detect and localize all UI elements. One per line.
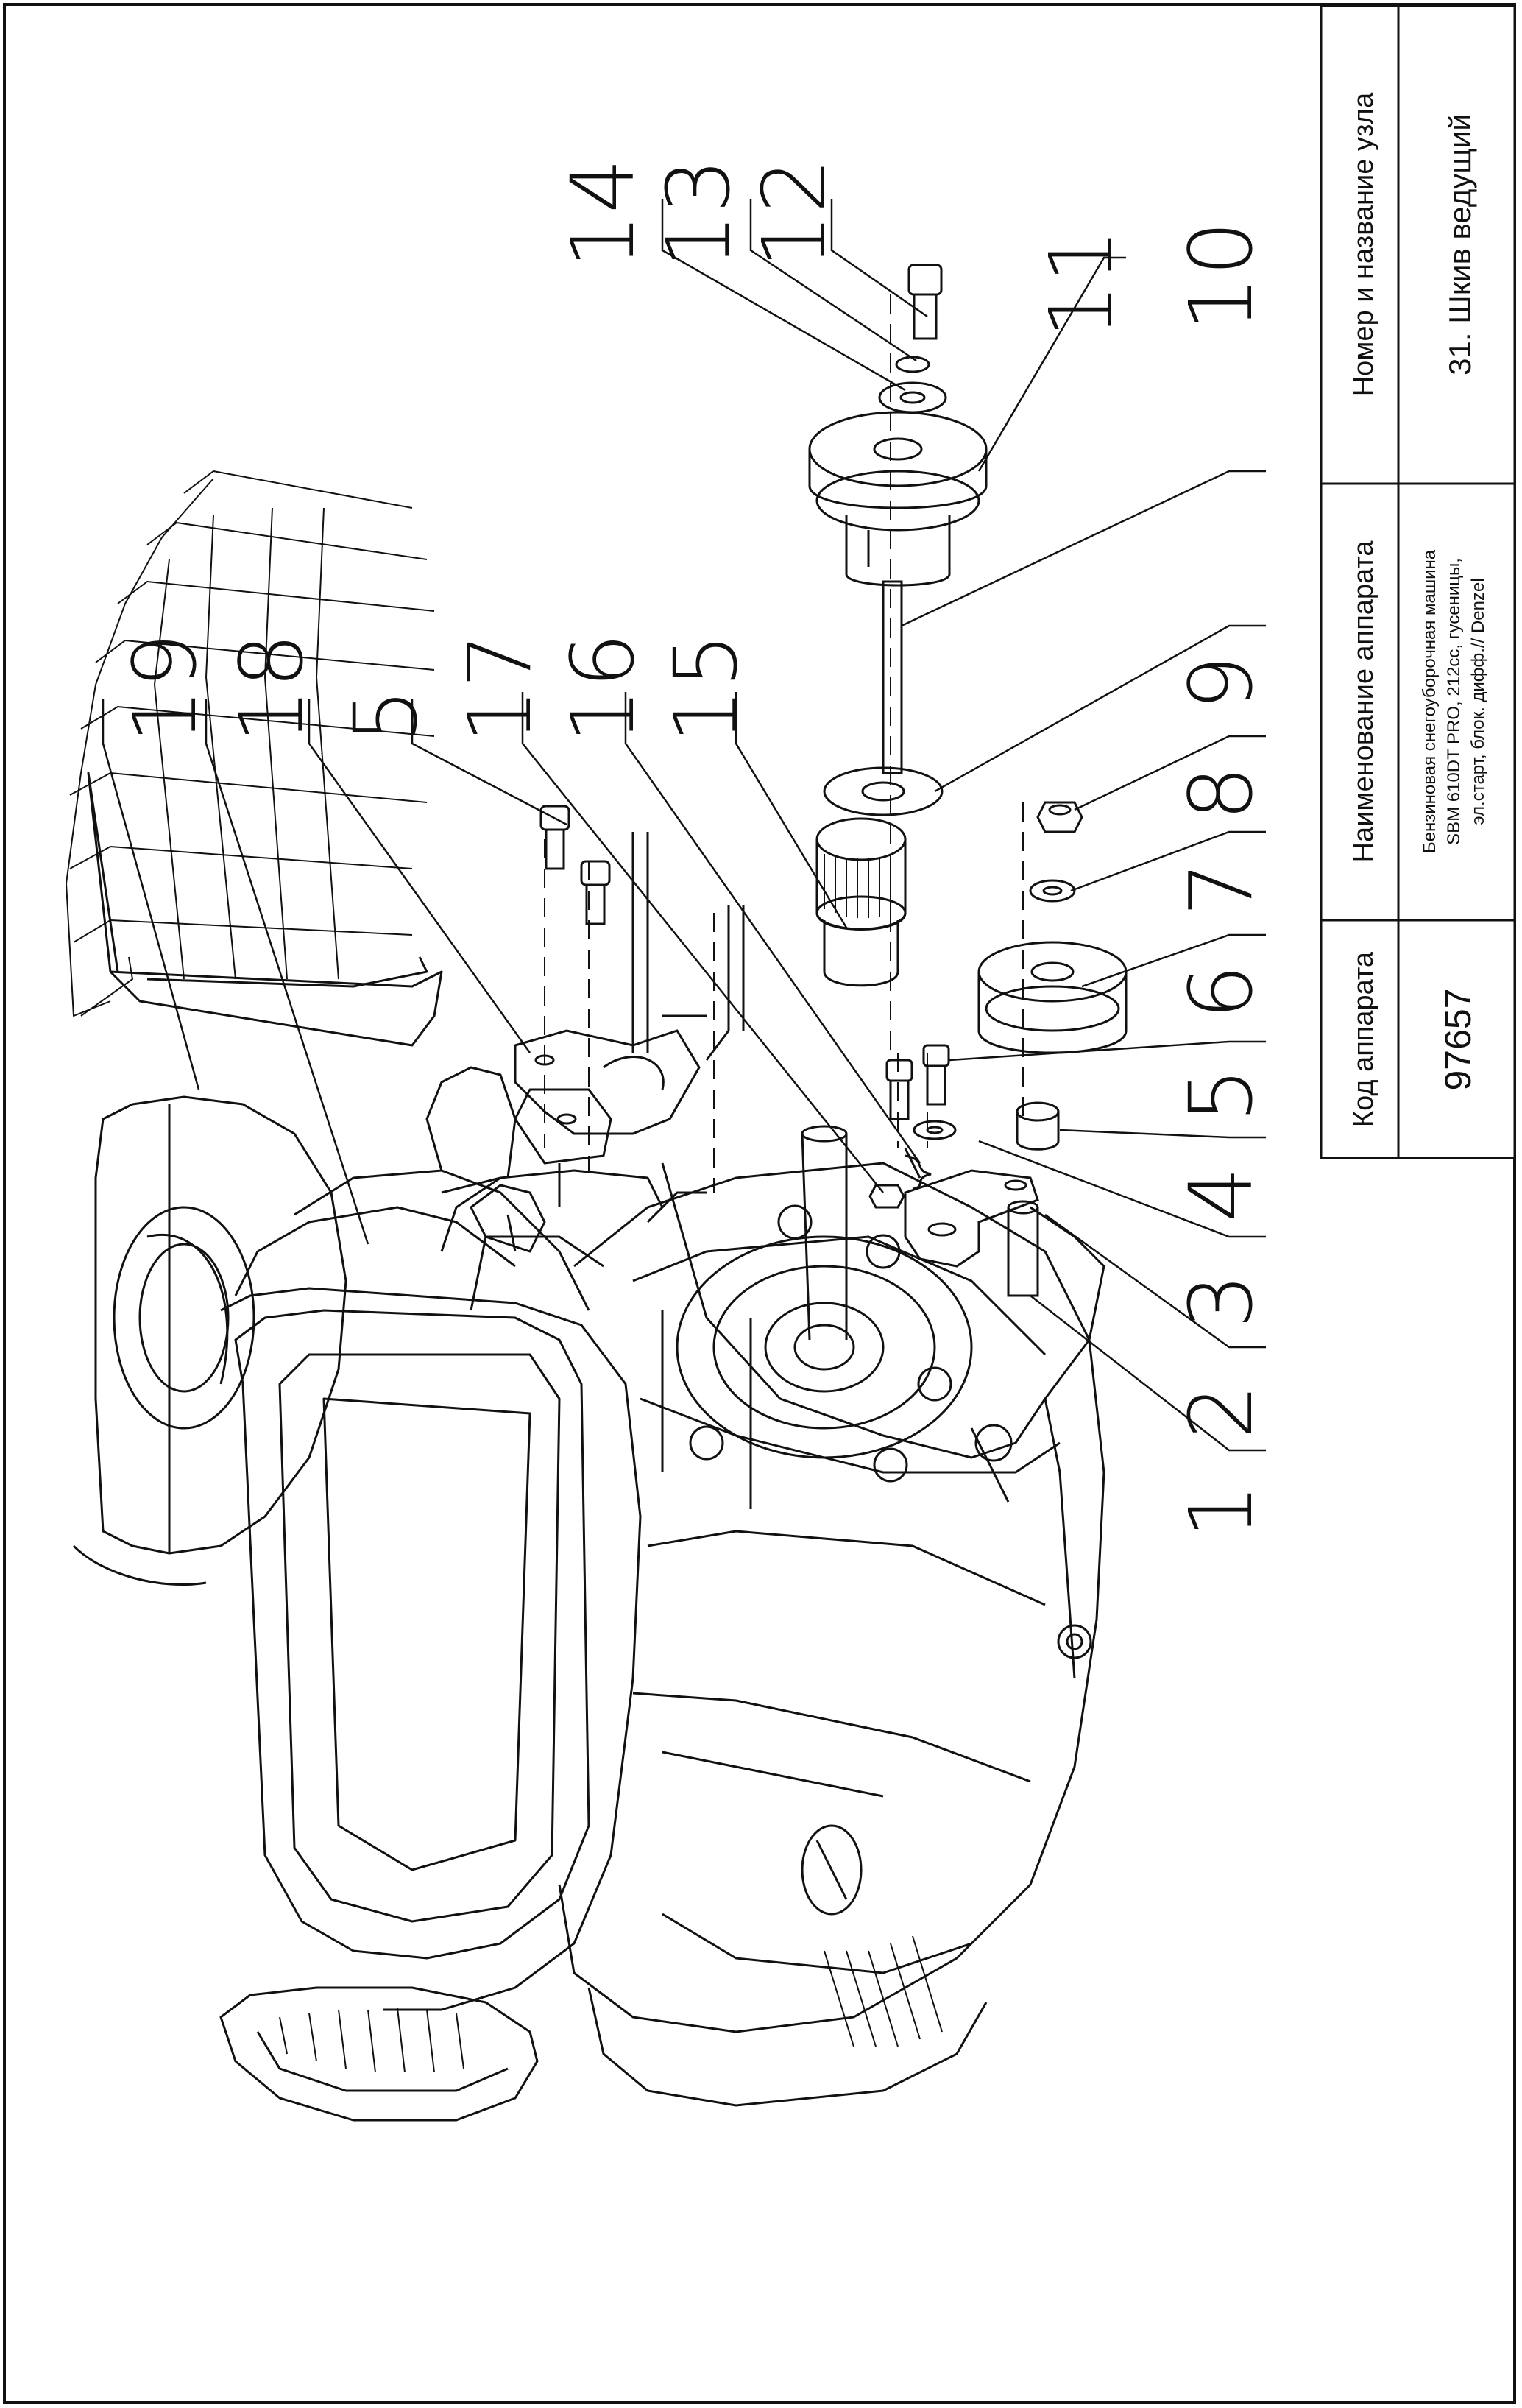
name-line-1: Бензиновая снегоуборочная машина bbox=[1420, 549, 1440, 853]
tank-shroud bbox=[220, 1066, 642, 2011]
part-14-washer bbox=[878, 381, 947, 414]
callout-11: 11 bbox=[1030, 228, 1132, 339]
callout-9: 9 bbox=[1170, 655, 1272, 710]
callout-3: 3 bbox=[1170, 1274, 1272, 1329]
part-4-spacer bbox=[1016, 1101, 1060, 1151]
callout-16: 16 bbox=[552, 633, 654, 744]
part-16-spring bbox=[904, 1148, 932, 1190]
part-5-idler-pulley bbox=[977, 941, 1128, 1054]
part-6-washer bbox=[1029, 879, 1076, 903]
name-line-3: эл.старт, блок. дифф.// Denzel bbox=[1468, 578, 1488, 825]
callout-5-right: 5 bbox=[1170, 1067, 1272, 1123]
drawing-sheet bbox=[3, 3, 1516, 2404]
part-5-bolts-right bbox=[885, 1044, 950, 1120]
part-18-bracket bbox=[514, 1029, 701, 1135]
part-12-bolt bbox=[907, 264, 943, 340]
callout-13: 13 bbox=[648, 158, 749, 269]
callout-12: 12 bbox=[743, 158, 845, 269]
code-header: Код аппарата bbox=[1348, 951, 1379, 1127]
callout-17: 17 bbox=[449, 633, 551, 744]
title-block bbox=[1320, 4, 1516, 1159]
part-3-washer bbox=[913, 1120, 957, 1140]
code-value: 97657 bbox=[1437, 988, 1479, 1090]
title-block-text: Код аппарата 97657 Наименование аппарата… bbox=[1348, 92, 1488, 1127]
engine-drawing bbox=[66, 470, 1105, 2122]
part-7-nut bbox=[1036, 801, 1083, 833]
air-filter-cover bbox=[234, 1309, 590, 1960]
callout-1: 1 bbox=[1170, 1483, 1272, 1539]
studs bbox=[631, 832, 745, 1061]
name-header: Наименование аппарата bbox=[1348, 540, 1379, 863]
exploded-parts bbox=[514, 264, 1128, 1297]
callout-14: 14 bbox=[552, 158, 654, 269]
part-11-pulley bbox=[808, 411, 988, 587]
leader-lines bbox=[102, 199, 1266, 1452]
part-5-bolts-left bbox=[539, 805, 611, 925]
engine-flange bbox=[640, 1162, 1105, 1679]
node-value: 31. Шкив ведущий bbox=[1443, 113, 1477, 375]
cylinder-head bbox=[440, 1088, 707, 1311]
fuel-tank bbox=[72, 1095, 347, 1586]
part-9-washer bbox=[823, 766, 944, 816]
callout-15: 15 bbox=[655, 633, 757, 744]
part-15-sprocket bbox=[815, 817, 907, 987]
node-header: Номер и название узла bbox=[1348, 92, 1379, 396]
name-line-2: SBM 610DT PRO, 212cc, гусеницы, bbox=[1444, 558, 1464, 845]
callout-5-left: 5 bbox=[335, 688, 436, 744]
spark-plug-boot bbox=[470, 1184, 546, 1253]
callout-8: 8 bbox=[1170, 766, 1272, 821]
part-10-key bbox=[882, 580, 903, 774]
recoil-starter-grille bbox=[66, 470, 443, 1047]
output-face bbox=[676, 1204, 973, 1483]
part-17-nut bbox=[868, 1184, 905, 1209]
callout-6: 6 bbox=[1170, 964, 1272, 1020]
callout-7: 7 bbox=[1170, 861, 1272, 917]
callout-18: 18 bbox=[221, 633, 322, 744]
part-1-pin bbox=[1007, 1200, 1039, 1297]
part-13-washer bbox=[895, 356, 930, 373]
crankcase bbox=[558, 1162, 1105, 2107]
part-2-arm bbox=[904, 1169, 1039, 1268]
output-shaft bbox=[801, 1125, 848, 1341]
callout-19: 19 bbox=[114, 633, 216, 744]
callout-4: 4 bbox=[1170, 1167, 1272, 1222]
callout-10: 10 bbox=[1170, 221, 1272, 331]
footrest bbox=[219, 1986, 539, 2122]
callout-2: 2 bbox=[1170, 1384, 1272, 1439]
callout-numbers: 1 2 3 4 5 6 7 8 9 10 11 12 13 14 15 16 1… bbox=[114, 158, 1272, 1539]
